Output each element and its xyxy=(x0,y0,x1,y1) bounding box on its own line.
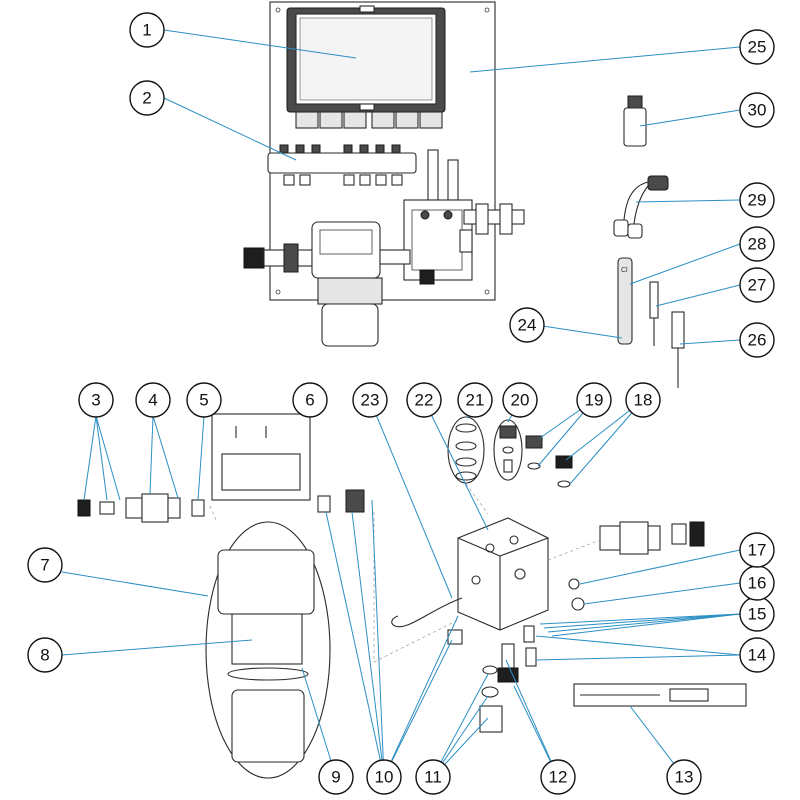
callout-11: 11 xyxy=(415,759,451,795)
sensor-cable xyxy=(391,597,463,628)
callout-number: 12 xyxy=(549,768,568,787)
plugs xyxy=(525,435,543,470)
nozzles xyxy=(523,625,537,667)
callout-29: 29 xyxy=(739,182,775,218)
controller-display xyxy=(286,5,446,113)
straight-fitting xyxy=(191,499,205,517)
caps xyxy=(555,455,573,488)
callout-number: 30 xyxy=(748,101,767,120)
callout-16: 16 xyxy=(739,565,775,601)
callout-number: 17 xyxy=(748,541,767,560)
callout-number: 23 xyxy=(361,391,380,410)
filter-assembly-outline xyxy=(205,521,331,779)
callout-7: 7 xyxy=(27,547,63,583)
callout-5: 5 xyxy=(186,382,222,418)
callout-number: 14 xyxy=(748,646,767,665)
chlorine-probe: Cl xyxy=(617,257,633,345)
screw-detail-inset xyxy=(211,413,311,501)
callout-number: 3 xyxy=(91,391,100,410)
callout-number: 13 xyxy=(675,768,694,787)
callout-19: 19 xyxy=(576,382,612,418)
callout-number: 22 xyxy=(415,391,434,410)
ph-probe xyxy=(649,281,659,346)
callout-1: 1 xyxy=(129,12,165,48)
callout-number: 8 xyxy=(40,646,49,665)
right-union xyxy=(599,521,705,555)
callout-9: 9 xyxy=(318,759,354,795)
callout-15: 15 xyxy=(739,596,775,632)
callout-number: 1 xyxy=(142,21,151,40)
callout-number: 5 xyxy=(199,391,208,410)
callout-number: 21 xyxy=(466,391,485,410)
callout-number: 10 xyxy=(375,768,394,787)
callout-number: 26 xyxy=(748,331,767,350)
callout-8: 8 xyxy=(27,637,63,673)
lower-fittings xyxy=(479,643,519,733)
callout-30: 30 xyxy=(739,92,775,128)
callout-number: 6 xyxy=(305,391,314,410)
callout-number: 16 xyxy=(748,574,767,593)
callout-number: 2 xyxy=(142,89,151,108)
cap-and-seal xyxy=(493,419,523,481)
callout-12: 12 xyxy=(540,759,576,795)
callout-2: 2 xyxy=(129,80,165,116)
union-valve xyxy=(125,493,181,523)
callout-18: 18 xyxy=(625,382,661,418)
callout-number: 29 xyxy=(748,191,767,210)
callout-22: 22 xyxy=(406,382,442,418)
o-ring-stack xyxy=(447,416,485,484)
callout-4: 4 xyxy=(135,382,171,418)
callout-25: 25 xyxy=(739,29,775,65)
cable-glands-row xyxy=(295,111,443,129)
callout-number: 15 xyxy=(748,605,767,624)
callout-3: 3 xyxy=(78,382,114,418)
callout-27: 27 xyxy=(739,267,775,303)
callout-number: 9 xyxy=(331,768,340,787)
callout-20: 20 xyxy=(502,382,538,418)
callout-number: 25 xyxy=(748,38,767,57)
callout-14: 14 xyxy=(739,637,775,673)
distribution-manifold xyxy=(267,144,417,186)
panel-filter xyxy=(243,221,411,347)
callout-10: 10 xyxy=(366,759,402,795)
redox-probe xyxy=(671,311,685,388)
callout-number: 20 xyxy=(511,391,530,410)
callout-number: 24 xyxy=(518,316,537,335)
callout-number: 4 xyxy=(148,391,157,410)
measurement-cell xyxy=(403,149,525,285)
callout-17: 17 xyxy=(739,532,775,568)
callout-26: 26 xyxy=(739,322,775,358)
callout-13: 13 xyxy=(666,759,702,795)
callout-21: 21 xyxy=(457,382,493,418)
callout-number: 28 xyxy=(748,235,767,254)
connection-fittings xyxy=(317,489,463,645)
callout-6: 6 xyxy=(292,382,328,418)
reagent-bottle xyxy=(623,95,647,147)
injection-block xyxy=(457,517,549,631)
callout-number: 7 xyxy=(40,556,49,575)
callout-28: 28 xyxy=(739,226,775,262)
callout-23: 23 xyxy=(352,382,388,418)
injector-tube-inset xyxy=(573,683,747,707)
probe-cable xyxy=(613,175,669,239)
callout-number: 11 xyxy=(424,768,442,787)
callout-number: 19 xyxy=(585,391,604,410)
probe-label: Cl xyxy=(621,267,628,274)
callout-number: 18 xyxy=(634,391,653,410)
callout-number: 27 xyxy=(748,276,767,295)
callout-24: 24 xyxy=(509,307,545,343)
union-nuts xyxy=(77,499,115,517)
